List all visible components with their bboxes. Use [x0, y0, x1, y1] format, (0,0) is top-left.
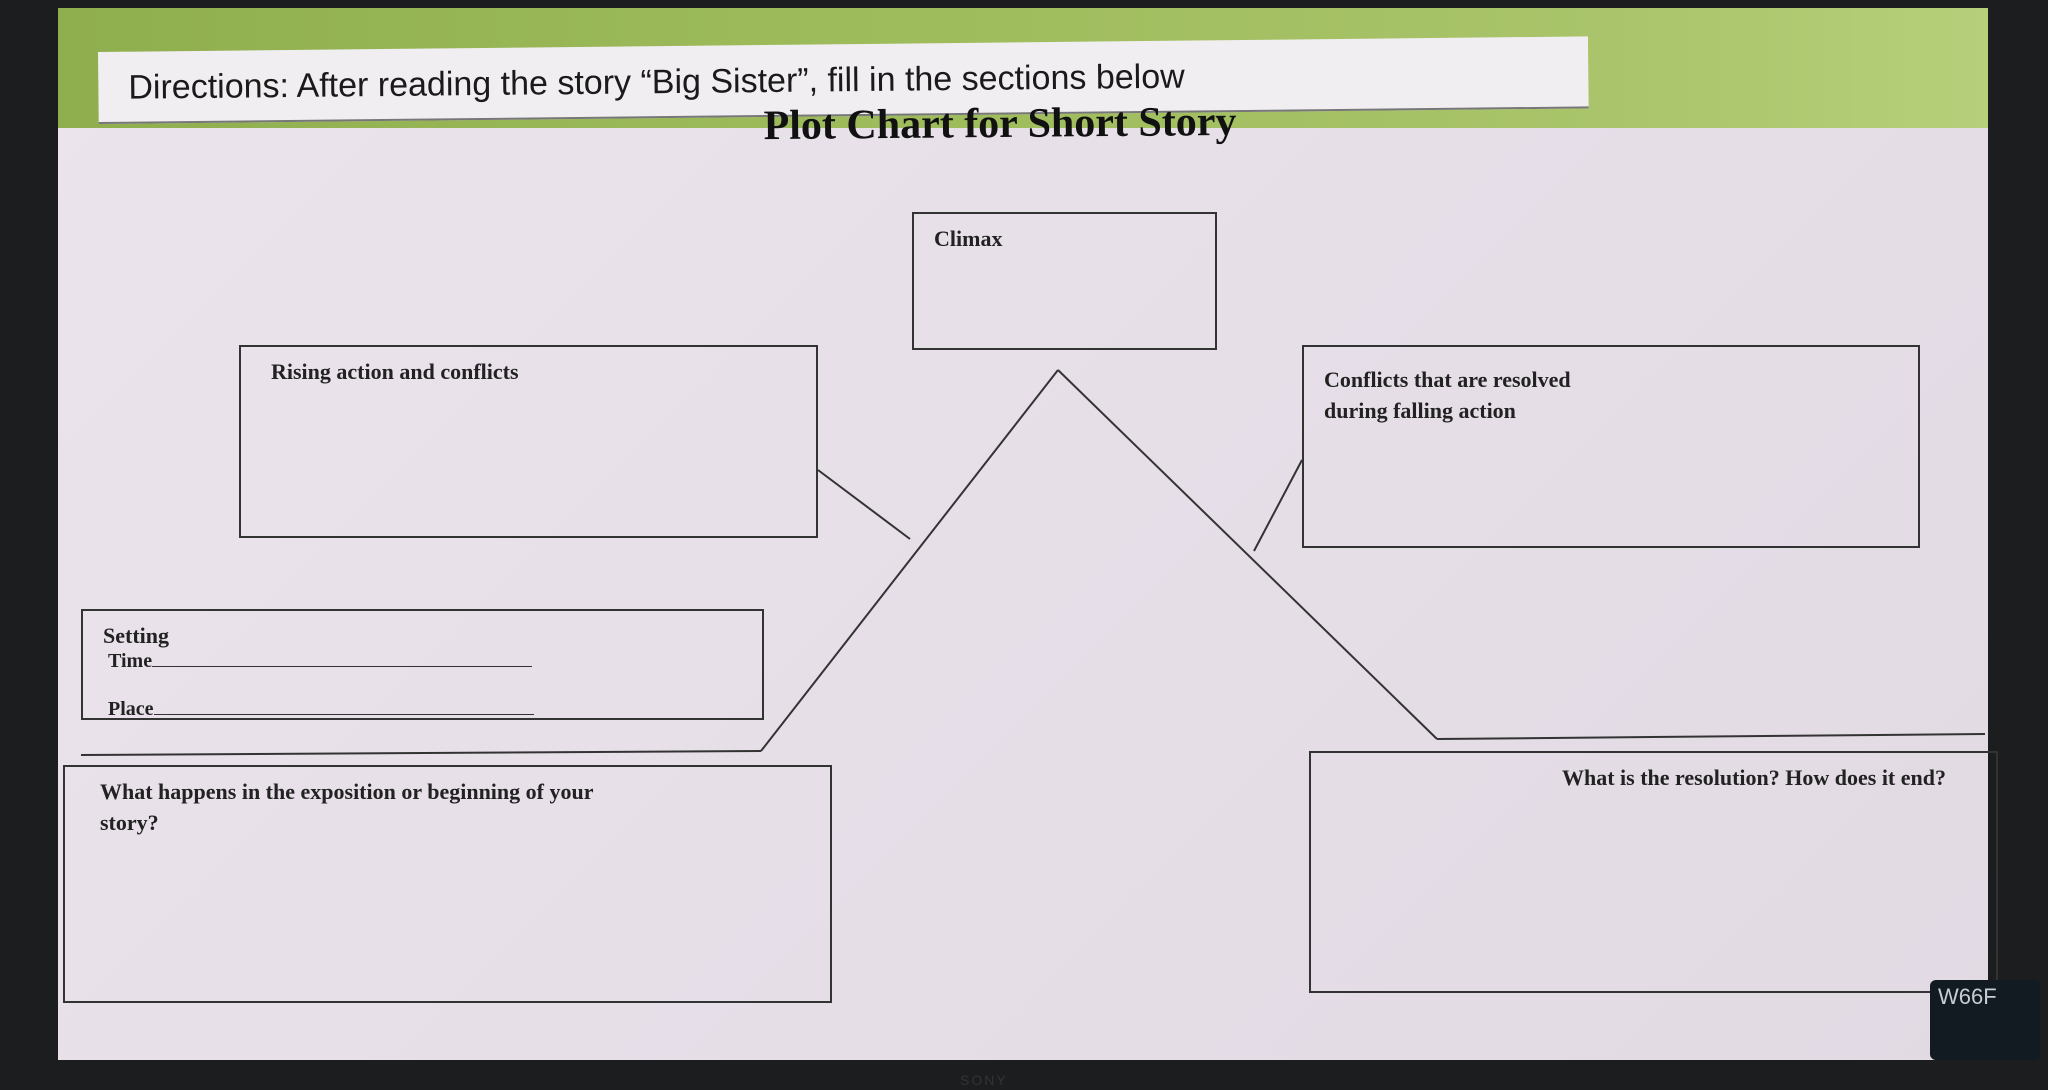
- place-label: Place: [108, 698, 154, 720]
- resolution-baseline: [1436, 733, 1986, 740]
- monitor-model: W66F: [1938, 984, 1997, 1009]
- climax-box[interactable]: Climax: [912, 212, 1217, 350]
- falling-action-label: Conflicts that are resolved during falli…: [1324, 367, 1571, 423]
- exposition-label: What happens in the exposition or beginn…: [100, 779, 594, 835]
- rising-action-box[interactable]: Rising action and conflicts: [239, 345, 818, 538]
- tv-screen: [58, 8, 1988, 1060]
- time-label: Time: [108, 650, 153, 672]
- falling-action-box[interactable]: Conflicts that are resolved during falli…: [1302, 345, 1920, 548]
- time-blank: [152, 666, 533, 667]
- setting-label: Setting: [103, 623, 169, 648]
- falling-connector: [1253, 459, 1303, 552]
- rising-action-line: [760, 369, 1059, 752]
- place-blank: [153, 714, 534, 715]
- exposition-baseline: [80, 750, 762, 756]
- resolution-box[interactable]: What is the resolution? How does it end?: [1309, 751, 1998, 993]
- place-field[interactable]: Place: [108, 698, 534, 721]
- resolution-label: What is the resolution? How does it end?: [1561, 765, 1946, 790]
- setting-box[interactable]: Setting: [81, 609, 764, 720]
- rising-connector: [817, 469, 911, 540]
- monitor-brand: SONY: [960, 1072, 1008, 1088]
- monitor-model-badge: W66F: [1930, 980, 2040, 1060]
- exposition-box[interactable]: What happens in the exposition or beginn…: [63, 765, 832, 1003]
- rising-action-label: Rising action and conflicts: [271, 359, 519, 384]
- climax-label: Climax: [934, 226, 1003, 251]
- time-field[interactable]: Time: [108, 650, 533, 673]
- falling-action-line: [1057, 369, 1438, 740]
